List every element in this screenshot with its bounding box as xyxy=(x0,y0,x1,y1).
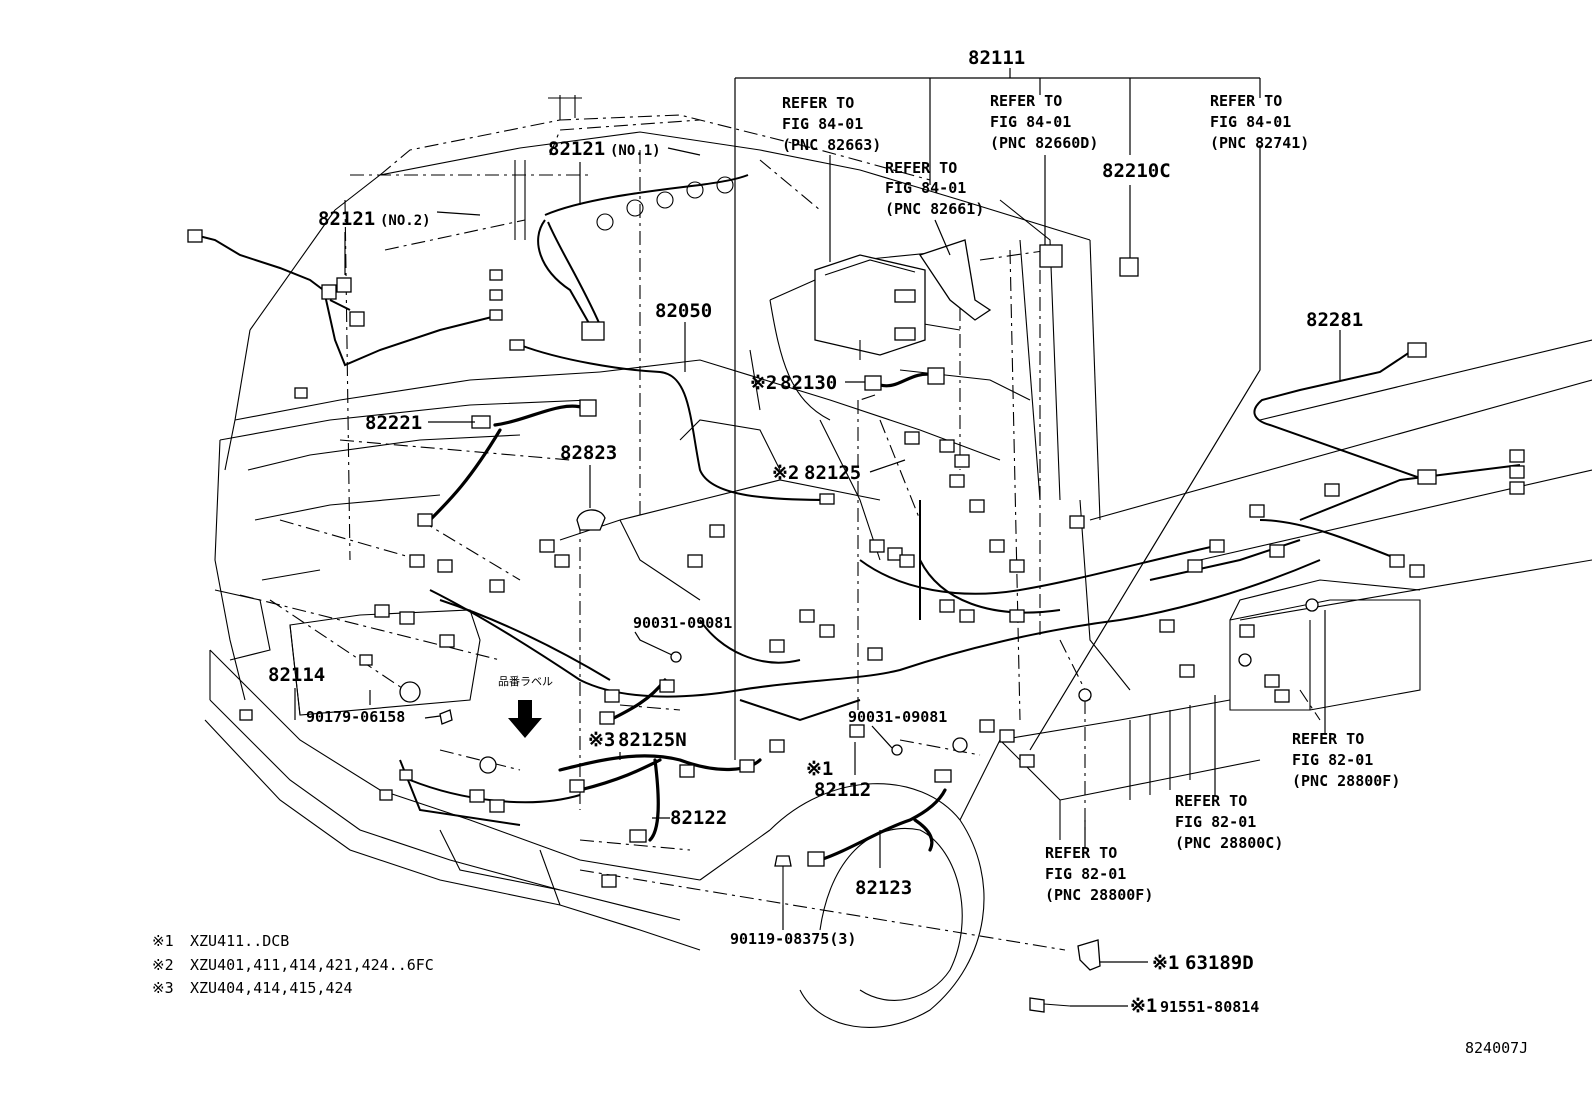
refer-note-82660d: REFER TO FIG 84-01 (PNC 82660D) xyxy=(990,92,1098,152)
note-mark-63189d: ※1 xyxy=(1152,952,1179,974)
part-number-82111: 82111 xyxy=(968,47,1025,69)
callout-labels: 82111 REFER TO FIG 84-01 (PNC 82663) REF… xyxy=(268,47,1400,1017)
part-number-82121-no1: 82121 xyxy=(548,138,605,160)
refer-note-28800c: REFER TO FIG 82-01 (PNC 28800C) xyxy=(1175,792,1283,852)
svg-text:(PNC 82741): (PNC 82741) xyxy=(1210,134,1309,152)
svg-text:(PNC 28800F): (PNC 28800F) xyxy=(1045,886,1153,904)
refer-note-82661: REFER TO FIG 84-01 (PNC 82661) xyxy=(885,159,984,218)
part-suffix-no1: (NO.1) xyxy=(610,143,661,159)
note-1-text: XZU411..DCB xyxy=(190,932,289,950)
note-mark-82112: ※1 xyxy=(806,758,833,780)
part-number-82210c: 82210C xyxy=(1102,160,1171,182)
part-number-82125: 82125 xyxy=(804,462,861,484)
part-number-82281: 82281 xyxy=(1306,309,1363,331)
note-3-text: XZU404,414,415,424 xyxy=(190,979,353,997)
part-number-63189d: 63189D xyxy=(1185,952,1254,974)
part-number-82221: 82221 xyxy=(365,412,422,434)
svg-text:REFER TO: REFER TO xyxy=(1210,92,1282,110)
refer-note-28800f-left: REFER TO FIG 82-01 (PNC 28800F) xyxy=(1045,844,1153,904)
svg-text:FIG 84-01: FIG 84-01 xyxy=(1210,113,1291,131)
figure-code: 824007J xyxy=(1465,1039,1528,1057)
svg-text:FIG 84-01: FIG 84-01 xyxy=(990,113,1071,131)
svg-text:REFER TO: REFER TO xyxy=(782,94,854,112)
svg-text:(PNC 82661): (PNC 82661) xyxy=(885,200,984,218)
note-mark-82125: ※2 xyxy=(772,462,799,484)
part-number-82130: 82130 xyxy=(780,372,837,394)
svg-text:FIG 82-01: FIG 82-01 xyxy=(1175,813,1256,831)
connectors xyxy=(187,176,1525,1013)
part-number-91551: 91551-80814 xyxy=(1160,998,1259,1016)
part-number-90179: 90179-06158 xyxy=(306,708,405,726)
part-number-90119: 90119-08375(3) xyxy=(730,930,856,948)
note-2-text: XZU401,411,414,421,424..6FC xyxy=(190,956,434,974)
part-label-jp: 品番ラベル xyxy=(498,675,553,688)
note-mark-82125n: ※3 xyxy=(588,729,615,751)
svg-text:FIG 84-01: FIG 84-01 xyxy=(885,179,966,197)
part-number-90031-upper: 90031-09081 xyxy=(633,614,732,632)
refer-note-82663: REFER TO FIG 84-01 (PNC 82663) xyxy=(782,94,881,154)
svg-text:(PNC 28800C): (PNC 28800C) xyxy=(1175,834,1283,852)
part-number-82114: 82114 xyxy=(268,664,325,686)
note-mark-91551: ※1 xyxy=(1130,995,1157,1017)
part-number-82122: 82122 xyxy=(670,807,727,829)
applicability-notes: ※1 XZU411..DCB ※2 XZU401,411,414,421,424… xyxy=(152,932,434,997)
svg-text:FIG 82-01: FIG 82-01 xyxy=(1045,865,1126,883)
svg-text:REFER TO: REFER TO xyxy=(885,159,957,177)
svg-text:(PNC 82663): (PNC 82663) xyxy=(782,136,881,154)
part-number-82125n: 82125N xyxy=(618,729,687,751)
part-number-82050: 82050 xyxy=(655,300,712,322)
part-number-90031-lower: 90031-09081 xyxy=(848,708,947,726)
part-suffix-no2: (NO.2) xyxy=(380,213,431,229)
part-number-82112: 82112 xyxy=(814,779,871,801)
svg-text:REFER TO: REFER TO xyxy=(1175,792,1247,810)
svg-text:FIG 82-01: FIG 82-01 xyxy=(1292,751,1373,769)
note-3-mark: ※3 xyxy=(152,979,174,997)
svg-text:REFER TO: REFER TO xyxy=(1045,844,1117,862)
svg-text:FIG 84-01: FIG 84-01 xyxy=(782,115,863,133)
note-1-mark: ※1 xyxy=(152,932,174,950)
note-2-mark: ※2 xyxy=(152,956,174,974)
refer-note-28800f-right: REFER TO FIG 82-01 (PNC 28800F) xyxy=(1292,730,1400,790)
refer-note-82741: REFER TO FIG 84-01 (PNC 82741) xyxy=(1210,92,1309,152)
svg-text:(PNC 82660D): (PNC 82660D) xyxy=(990,134,1098,152)
leader-lines xyxy=(294,68,1341,1007)
part-number-82123: 82123 xyxy=(855,877,912,899)
svg-text:REFER TO: REFER TO xyxy=(990,92,1062,110)
part-number-82823: 82823 xyxy=(560,442,617,464)
part-number-82121-no2: 82121 xyxy=(318,208,375,230)
svg-text:REFER TO: REFER TO xyxy=(1292,730,1364,748)
svg-text:(PNC 28800F): (PNC 28800F) xyxy=(1292,772,1400,790)
note-mark-82130: ※2 xyxy=(750,372,777,394)
